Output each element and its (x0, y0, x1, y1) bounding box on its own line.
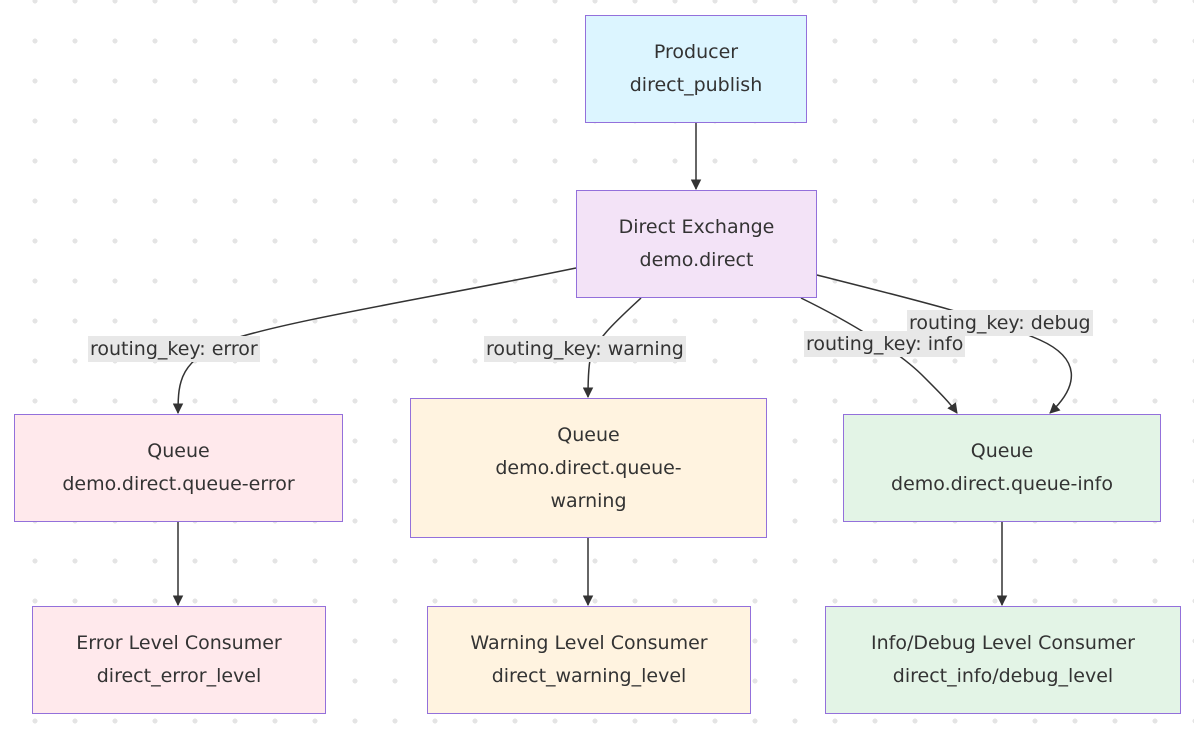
exchange-name: demo.direct (639, 249, 754, 271)
consumer-error-name: direct_error_level (96, 665, 262, 687)
queue-warning-name-part1: demo.direct.queue- (495, 456, 682, 479)
consumer-info-title: Info/Debug Level Consumer (871, 632, 1135, 654)
queue-error-name: demo.direct.queue-error (62, 473, 295, 495)
queue-warning-name-part2: warning (550, 489, 627, 512)
producer-node: Producer direct_publish (585, 15, 807, 123)
consumer-warning-name: direct_warning_level (491, 665, 687, 687)
edge-label-error: routing_key: error (88, 336, 260, 362)
queue-error-title: Queue (147, 440, 210, 462)
edge-exchange-to-queue-error (172, 267, 577, 415)
edge-label-debug: routing_key: debug (907, 310, 1093, 336)
queue-info-node: Queue demo.direct.queue-info (843, 414, 1161, 522)
queue-warning-node: Queue demo.direct.queue- warning (410, 398, 767, 538)
consumer-info-name: direct_info/debug_level (892, 665, 1114, 687)
exchange-node: Direct Exchange demo.direct (576, 190, 817, 298)
consumer-warning-title: Warning Level Consumer (470, 632, 708, 654)
queue-warning-title: Queue (557, 423, 620, 446)
producer-name: direct_publish (629, 74, 763, 96)
queue-error-node: Queue demo.direct.queue-error (14, 414, 343, 522)
consumer-warning-node: Warning Level Consumer direct_warning_le… (427, 606, 751, 714)
consumer-error-title: Error Level Consumer (76, 632, 282, 654)
queue-info-title: Queue (970, 440, 1034, 462)
queue-info-name: demo.direct.queue-info (891, 473, 1113, 495)
exchange-title: Direct Exchange (618, 216, 775, 238)
consumer-error-node: Error Level Consumer direct_error_level (32, 606, 326, 714)
consumer-info-node: Info/Debug Level Consumer direct_info/de… (825, 606, 1181, 714)
producer-title: Producer (653, 41, 739, 63)
edge-label-warning: routing_key: warning (484, 336, 686, 362)
edge-exchange-to-queue-info-info (800, 297, 958, 414)
